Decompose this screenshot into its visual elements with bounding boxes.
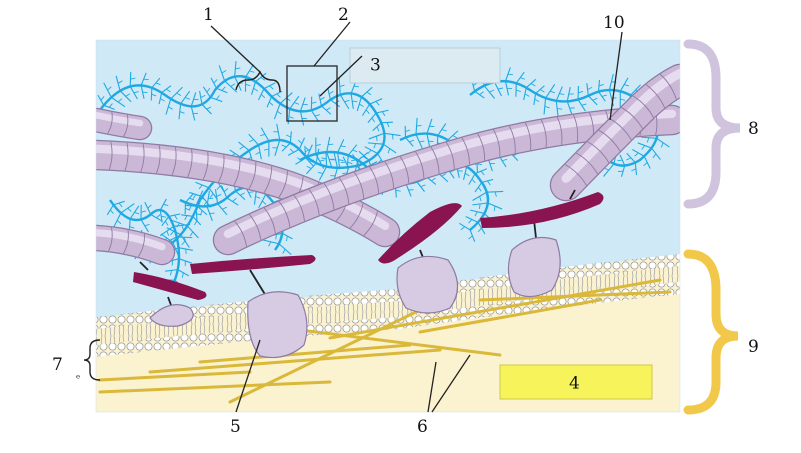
- label-4: 4: [569, 374, 580, 394]
- collagen-fiber: [96, 226, 174, 264]
- leader-lines: [210, 21, 623, 413]
- collagen-fiber: [551, 65, 680, 200]
- box-4: [499, 364, 653, 400]
- box-3: [349, 47, 501, 84]
- collagen-fiber: [96, 141, 399, 246]
- microfilaments: [98, 278, 672, 404]
- label-10: 10: [603, 13, 625, 33]
- label-7-mark: ᵉ: [76, 372, 80, 385]
- brace-8: [683, 39, 741, 209]
- label-8: 8: [748, 119, 759, 139]
- label-9: 9: [748, 337, 759, 357]
- proteoglycan-core: [99, 74, 386, 253]
- label-3: 3: [370, 56, 381, 76]
- collagen-fiber: [214, 106, 680, 254]
- collagen-fibers: [96, 63, 680, 266]
- proteoglycan-core: [469, 79, 660, 167]
- collagen-fiber: [96, 109, 151, 139]
- box-2-outline: [286, 65, 338, 122]
- membrane-proteins: [149, 237, 561, 359]
- label-7: 7: [52, 355, 63, 375]
- label-2: 2: [338, 5, 349, 25]
- brace-9: [683, 249, 739, 415]
- label-1: 1: [203, 5, 214, 25]
- brace-7: [83, 339, 101, 381]
- proteoglycan-core: [109, 199, 181, 291]
- integrins: [133, 192, 604, 300]
- label-6: 6: [417, 417, 428, 437]
- label-5: 5: [230, 417, 241, 437]
